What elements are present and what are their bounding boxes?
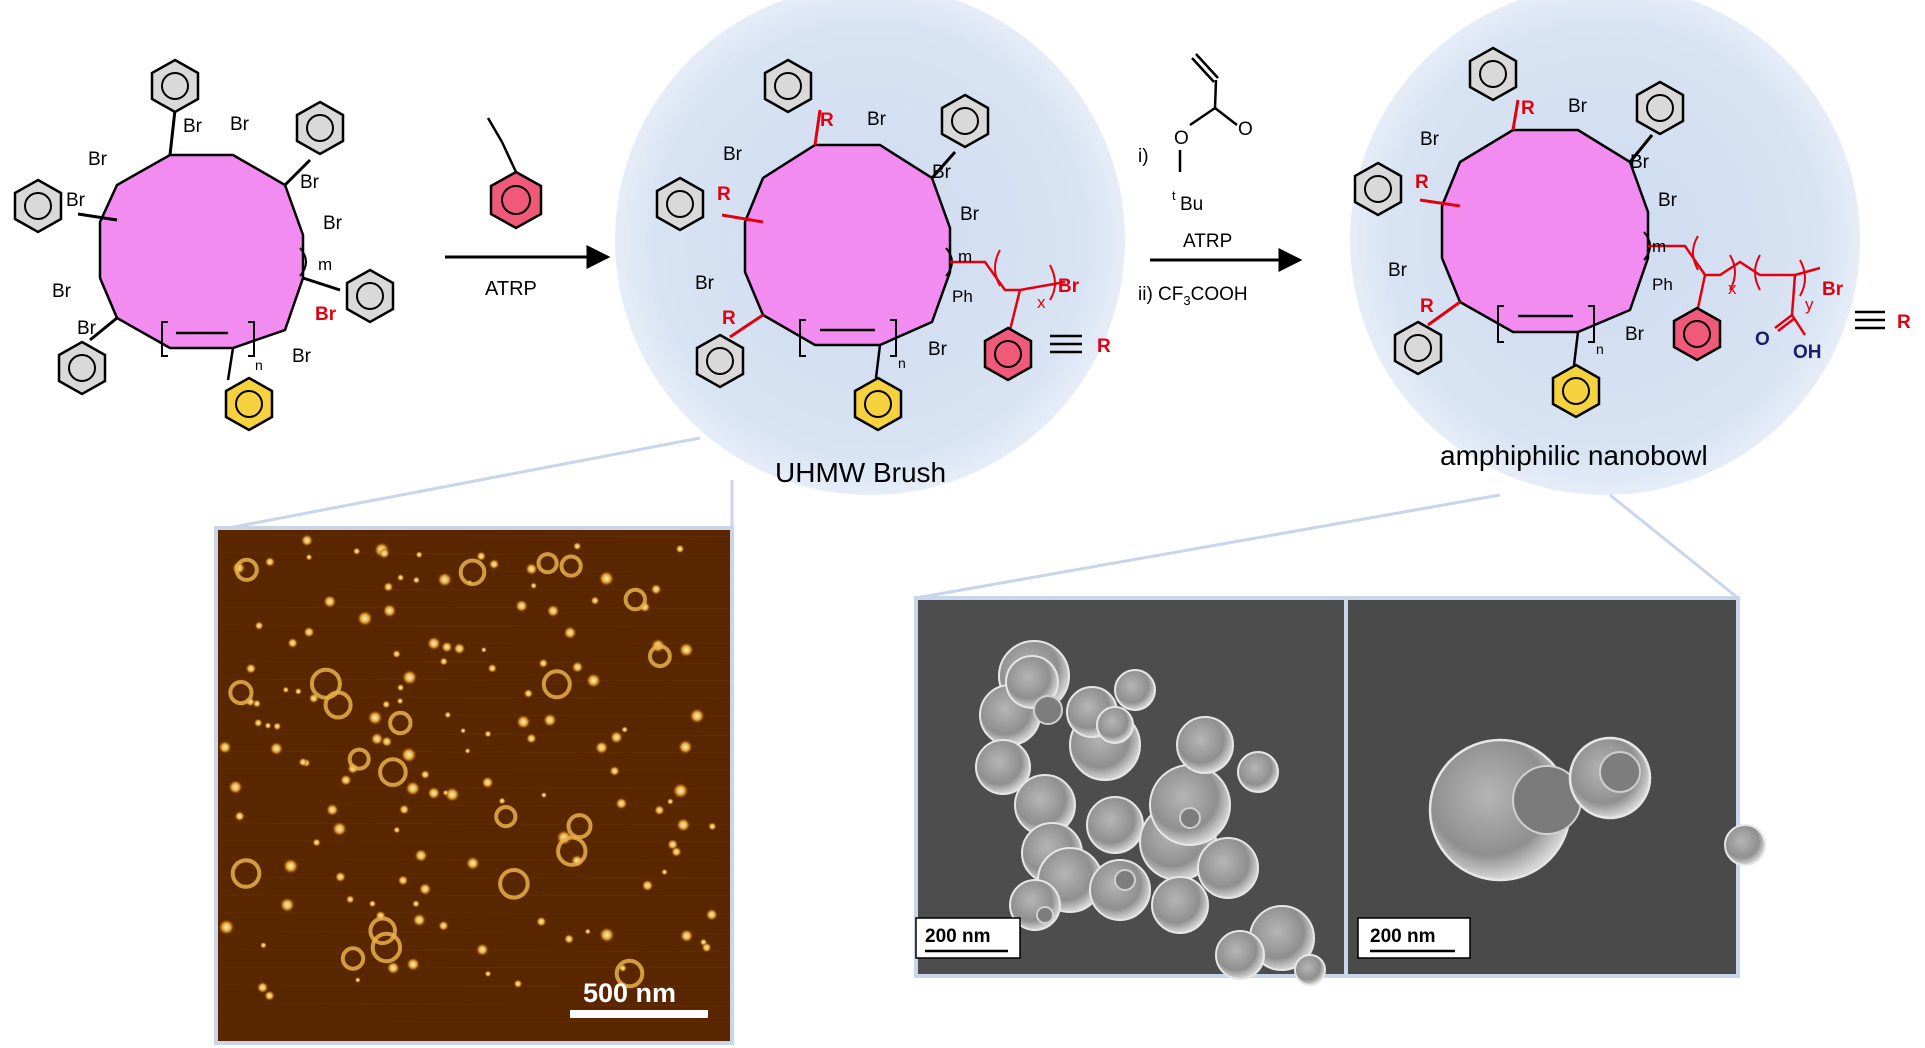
right-phenyl-yellow [1551, 363, 1601, 419]
right-x: x [1728, 279, 1737, 298]
step2-atrp: ATRP [1183, 231, 1232, 252]
sem-image-left: 200 nm [914, 596, 1348, 986]
mid-phenyl-red [983, 326, 1033, 382]
tbu-acrylate [1178, 53, 1238, 172]
right-phenyl-bottomleft [1393, 320, 1443, 376]
styrene-reagent [486, 117, 543, 230]
step2-ii: ii) CF3COOH [1138, 284, 1248, 308]
right-oh: OH [1793, 342, 1822, 363]
mid-br-2: Br [723, 144, 743, 165]
mid-name: UHMW Brush [775, 457, 946, 488]
right-phenyl-red [1672, 306, 1722, 362]
step1-atrp: ATRP [485, 278, 537, 300]
left-br-1: Br [183, 116, 203, 137]
step1: ATRP [445, 117, 611, 300]
mid-n: n [898, 355, 906, 371]
step2-tbu-sup: t [1172, 188, 1176, 203]
left-molecule: Br Br Br Br Br Br Br Br Br Br m n [13, 58, 395, 432]
mid-r-1: R [820, 110, 834, 131]
left-br-7: Br [52, 281, 72, 302]
mid-ring [743, 143, 952, 347]
mid-br-1: Br [867, 109, 887, 130]
afm-connector-left [217, 436, 701, 532]
right-phenyl-left [1353, 161, 1403, 217]
left-br-2: Br [230, 114, 250, 135]
sem-connector-left [915, 493, 1501, 600]
left-n: n [255, 357, 263, 373]
mid-phenyl-top [763, 58, 813, 114]
right-br-6: Br [1625, 324, 1645, 345]
right-br-3: Br [1630, 152, 1650, 173]
left-phenyl-top [150, 58, 200, 114]
afm-scale-bar [570, 1010, 708, 1018]
mid-ph: Ph [952, 287, 973, 306]
afm-features [217, 534, 731, 1023]
mid-m: m [958, 247, 972, 266]
right-equiv-r: R [1897, 312, 1911, 333]
left-br-5: Br [300, 172, 320, 193]
left-phenyl-left [13, 178, 63, 234]
step2: i) O O t Bu ATRP ii) CF3COOH [1138, 53, 1303, 308]
afm-image: 500 nm [214, 526, 734, 1045]
left-phenyl-yellow [224, 376, 274, 432]
sem-image-right: 200 nm [1344, 596, 1766, 978]
right-y: y [1805, 295, 1814, 314]
step2-o-carbonyl: O [1238, 119, 1253, 140]
mid-br-4: Br [960, 204, 980, 225]
left-br-4: Br [66, 190, 86, 211]
mid-br-end: Br [1058, 276, 1080, 297]
left-br-red: Br [315, 304, 337, 325]
right-br-end: Br [1822, 279, 1844, 300]
left-phenyl-topright [295, 100, 345, 156]
mid-molecule: R R R Br Br Br Br Br Br Br m Ph x n R UH… [655, 58, 1111, 488]
left-phenyl-right [345, 268, 395, 324]
right-name: amphiphilic nanobowl [1440, 440, 1708, 471]
mid-phenyl-topright [940, 93, 990, 149]
right-molecule: R R R Br Br Br Br Br Br Br m Ph x y O OH… [1353, 46, 1911, 471]
left-br-9: Br [292, 346, 312, 367]
right-r-1: R [1521, 98, 1535, 119]
sem-right-scale-label: 200 nm [1370, 926, 1435, 947]
mid-br-3: Br [932, 162, 952, 183]
step2-o-ester: O [1174, 128, 1189, 149]
right-r-2: R [1415, 172, 1429, 193]
sem-right-particles [1428, 736, 1766, 882]
sem-connector-right [1609, 493, 1739, 600]
step2-tbu: Bu [1180, 194, 1203, 215]
right-br-4: Br [1658, 190, 1678, 211]
left-br-3: Br [88, 149, 108, 170]
left-br-8: Br [77, 318, 97, 339]
mid-phenyl-left [655, 176, 705, 232]
afm-scale-label: 500 nm [583, 978, 676, 1008]
mid-br-6: Br [928, 339, 948, 360]
left-ring [98, 153, 305, 350]
right-n: n [1596, 341, 1604, 357]
mid-br-5: Br [695, 273, 715, 294]
sem-left-scale-label: 200 nm [925, 926, 990, 947]
right-br-5: Br [1388, 260, 1408, 281]
mid-x: x [1037, 293, 1046, 312]
right-ring [1440, 128, 1650, 334]
mid-r-3: R [722, 308, 736, 329]
mid-phenyl-bottomleft [695, 333, 745, 389]
right-phenyl-top [1468, 46, 1518, 102]
mid-equiv-r: R [1097, 336, 1111, 357]
right-o: O [1755, 329, 1770, 350]
right-phenyl-topright [1635, 80, 1685, 136]
right-m: m [1652, 237, 1666, 256]
mid-r-2: R [717, 184, 731, 205]
right-r-3: R [1420, 296, 1434, 317]
left-m: m [318, 255, 332, 274]
right-br-2: Br [1420, 129, 1440, 150]
right-br-1: Br [1568, 96, 1588, 117]
left-phenyl-bottomleft [57, 340, 107, 396]
left-br-6: Br [323, 213, 343, 234]
mid-phenyl-yellow [853, 376, 903, 432]
right-ph: Ph [1652, 275, 1673, 294]
sem-left-particles [975, 640, 1326, 986]
step2-i: i) [1138, 146, 1149, 167]
